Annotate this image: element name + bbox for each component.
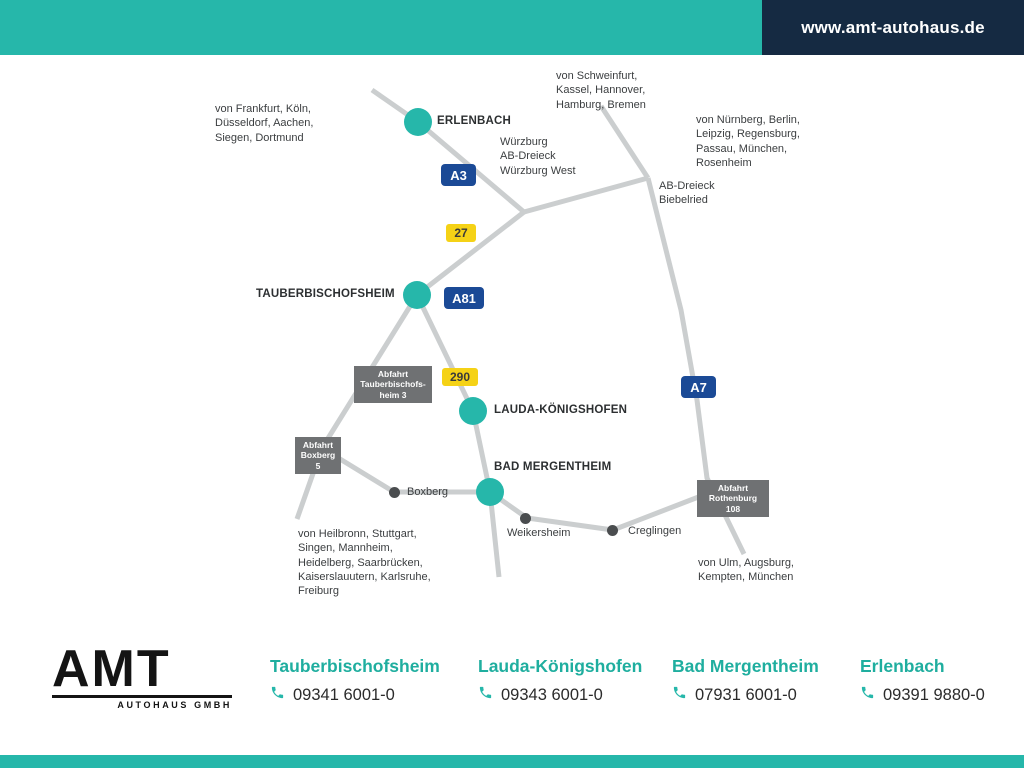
city-label-erlenbach: ERLENBACH (437, 115, 511, 127)
town-label-creglingen: Creglingen (628, 525, 682, 537)
logo-divider (52, 694, 232, 698)
phone-icon (672, 685, 687, 705)
city-node-bad-mergentheim (476, 478, 504, 506)
logo-subtitle: AUTOHAUS GMBH (117, 699, 232, 710)
city-label-tauberbischofsheim: TAUBERBISCHOFSHEIM (256, 288, 395, 300)
location-bad-mergentheim: Bad Mergentheim 07931 6001-0 (672, 656, 819, 705)
junction-biebelried: AB-Dreieck Biebelried (659, 180, 715, 207)
city-node-lauda-koenigshofen (459, 397, 487, 425)
exit-boxberg: Abfahrt Boxberg 5 (295, 437, 341, 474)
phone-row: 09343 6001-0 (478, 685, 642, 705)
route-badge-290: 290 (442, 368, 478, 386)
phone-icon (478, 685, 493, 705)
direction-from-schweinfurt: von Schweinfurt, Kassel, Hannover, Hambu… (556, 70, 646, 111)
direction-from-heilbronn: von Heilbronn, Stuttgart, Singen, Mannhe… (298, 528, 431, 598)
amt-logo: AMT AUTOHAUS GMBH (52, 640, 232, 710)
town-label-boxberg: Boxberg (407, 486, 448, 498)
location-erlenbach: Erlenbach 09391 9880-0 (860, 656, 985, 705)
phone-row: 09341 6001-0 (270, 685, 440, 705)
exit-tauberbischofsheim: Abfahrt Tauberbischofs- heim 3 (354, 366, 432, 403)
phone-number: 09343 6001-0 (501, 685, 603, 704)
town-dot-creglingen (607, 525, 618, 536)
road-b290 (414, 293, 502, 578)
phone-icon (270, 685, 285, 705)
location-tauberbischofsheim: Tauberbischofsheim 09341 6001-0 (270, 656, 440, 705)
direction-from-ulm: von Ulm, Augsburg, Kempten, München (698, 557, 794, 584)
city-node-erlenbach (404, 108, 432, 136)
town-dot-weikersheim (520, 513, 531, 524)
phone-row: 07931 6001-0 (672, 685, 819, 705)
location-lauda-koenigshofen: Lauda-Königshofen 09343 6001-0 (478, 656, 642, 705)
logo-text: AMT (52, 640, 171, 698)
route-badge-27: 27 (446, 224, 476, 242)
location-name: Lauda-Königshofen (478, 656, 643, 676)
motorway-badge-a3: A3 (441, 164, 476, 186)
road-bad-mergentheim-east (488, 488, 715, 533)
location-name: Erlenbach (860, 656, 945, 676)
phone-row: 09391 9880-0 (860, 685, 985, 705)
city-label-bad-mergentheim: BAD MERGENTHEIM (494, 461, 612, 473)
phone-number: 09341 6001-0 (293, 685, 395, 704)
town-dot-boxberg (389, 487, 400, 498)
town-label-weikersheim: Weikersheim (507, 527, 571, 539)
direction-from-nuernberg: von Nürnberg, Berlin, Leipzig, Regensbur… (696, 114, 800, 169)
location-name: Bad Mergentheim (672, 656, 819, 676)
motorway-badge-a7: A7 (681, 376, 716, 398)
exit-rothenburg: Abfahrt Rothenburg 108 (697, 480, 769, 517)
location-name: Tauberbischofsheim (270, 656, 440, 676)
phone-number: 09391 9880-0 (883, 685, 985, 704)
phone-icon (860, 685, 875, 705)
city-node-tauberbischofsheim (403, 281, 431, 309)
motorway-badge-a81: A81 (444, 287, 484, 309)
phone-number: 07931 6001-0 (695, 685, 797, 704)
junction-wuerzburg-west: Würzburg AB-Dreieck Würzburg West (500, 136, 576, 177)
direction-from-frankfurt: von Frankfurt, Köln, Düsseldorf, Aachen,… (215, 103, 314, 144)
website-url[interactable]: www.amt-autohaus.de (801, 17, 985, 37)
road-boxberg (320, 445, 490, 495)
city-label-lauda-koenigshofen: LAUDA-KÖNIGSHOFEN (494, 404, 628, 416)
road-from-schweinfurt (598, 104, 651, 180)
top-bar: www.amt-autohaus.de (0, 0, 1024, 55)
bottom-accent-strip (0, 755, 1024, 768)
road-a3-connector (523, 175, 649, 215)
footer: AMT AUTOHAUS GMBH Tauberbischofsheim 093… (0, 640, 1024, 753)
website-url-box: www.amt-autohaus.de (762, 0, 1024, 55)
